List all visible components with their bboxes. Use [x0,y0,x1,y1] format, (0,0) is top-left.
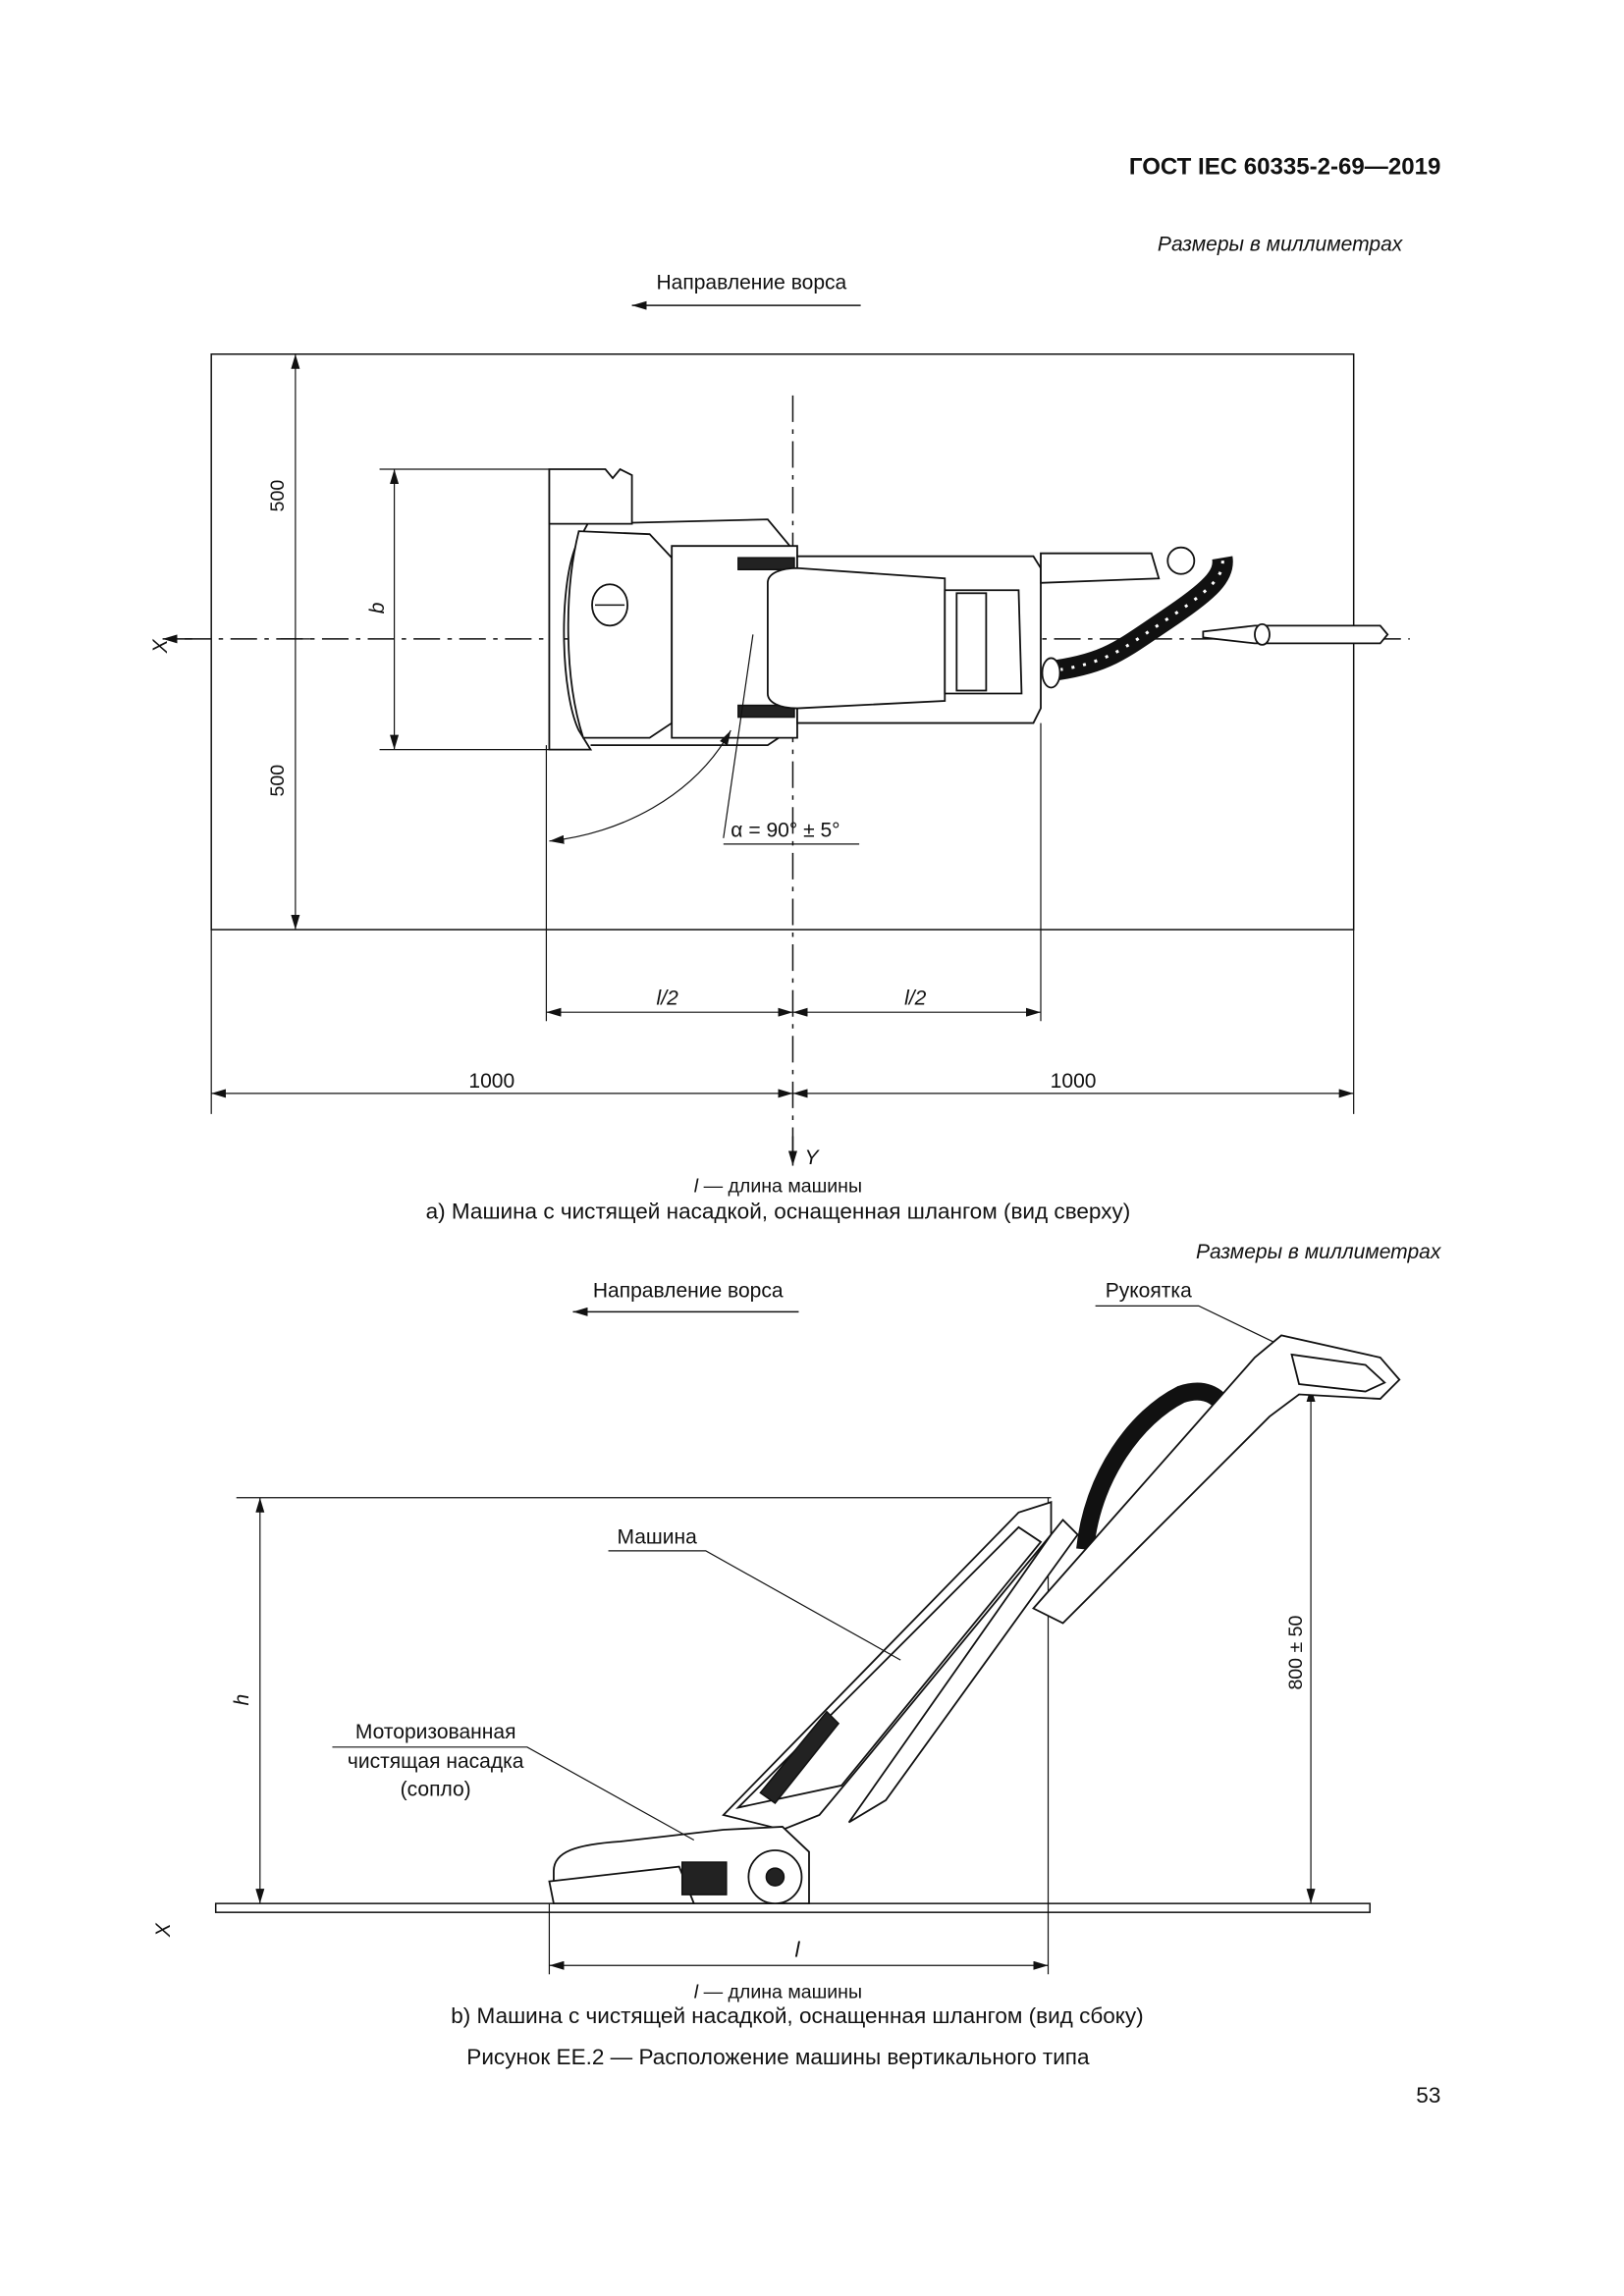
nozzle-label-line-2: чистящая насадка [348,1750,524,1773]
dim-h-label: h [231,1694,253,1706]
caption-b: b) Машина с чистящей насадкой, оснащенна… [451,2003,1143,2028]
machine-leader [608,1550,901,1661]
legend-a-symbol: l [694,1176,699,1198]
document-header: ГОСТ IEC 60335-2-69—2019 [1129,153,1440,180]
nozzle-label-line-1: Моторизованная [355,1721,516,1743]
legend-a: l — длина машины [694,1176,862,1198]
dim-1000-left-label: 1000 [468,1070,514,1093]
machine-top-view [548,467,1389,751]
figure-a-top-view: Размеры в миллиметрах Направление ворса … [149,234,1410,1224]
legend-b-symbol: l [694,1981,699,2002]
floor [214,1902,1371,1913]
dim-500-top: 500 [267,480,289,512]
angle-leader [723,634,754,838]
nozzle-label-line-3: (сопло) [401,1778,471,1800]
machine-side-view [548,1334,1401,1905]
page-number: 53 [1416,2083,1440,2108]
units-note: Размеры в миллиметрах [1158,234,1404,256]
x-axis-label: X [149,638,172,654]
dim-l-label: l [794,1937,800,1961]
caption-a: а) Машина с чистящей насадкой, оснащенна… [426,1200,1131,1224]
dim-500-bottom: 500 [267,765,289,797]
legend-b-text: — длина машины [698,1981,862,2002]
dim-height-label: 800 ± 50 [1285,1616,1307,1690]
machine-label: Машина [617,1525,697,1548]
handle-leader [1095,1305,1282,1347]
pile-direction-label: Направление ворса [593,1279,784,1302]
units-note: Размеры в миллиметрах [1196,1241,1442,1263]
legend-a-text: — длина машины [698,1176,862,1198]
y-axis-label: Y [804,1147,820,1169]
dim-1000-right-label: 1000 [1051,1070,1097,1093]
dim-half-right-label: l/2 [904,988,927,1010]
figure-caption: Рисунок ЕЕ.2 — Расположение машины верти… [466,2045,1090,2069]
dim-b-label: b [366,602,389,614]
dim-half-left-label: l/2 [657,988,679,1010]
figure-b-side-view: Размеры в миллиметрах Направление ворса … [152,1241,1442,2028]
handle-label: Рукоятка [1106,1279,1192,1302]
angle-label: α = 90° ± 5° [731,819,839,841]
angle-arc [549,729,731,844]
pile-direction-label: Направление ворса [656,272,846,294]
nozzle-leader [332,1746,695,1842]
legend-b: l — длина машины [694,1981,862,2002]
x-axis-label: X [152,1922,175,1938]
